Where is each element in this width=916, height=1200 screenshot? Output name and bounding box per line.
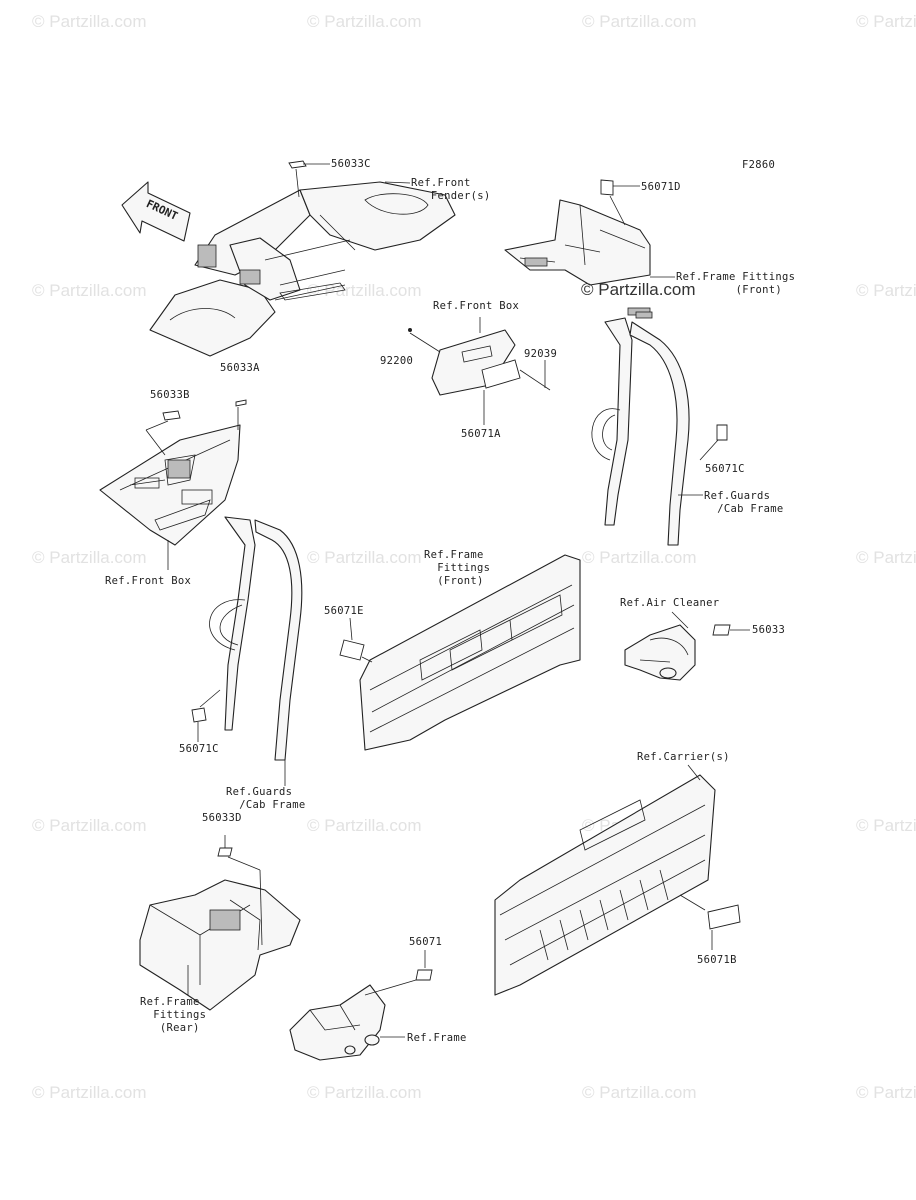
label-92039: 92039	[524, 348, 558, 360]
label-56071E: 56071E	[324, 605, 364, 617]
label-ref-front-box-left: Ref.Front Box	[105, 575, 192, 587]
carrier	[494, 764, 741, 996]
label-56071D: 56071D	[641, 181, 681, 193]
label-56071: 56071	[409, 936, 443, 948]
watermark: © Partzilla.com	[307, 281, 422, 300]
watermark: © Partzilla.com	[32, 548, 147, 567]
watermark: © Partzilla.com	[307, 548, 422, 567]
label-ref-frame-fittings-rear: Ref.Frame Fittings (Rear)	[140, 996, 207, 1034]
watermark: © Partzilla.com	[856, 816, 916, 835]
label-56033: 56033	[752, 624, 786, 636]
label-56071A: 56071A	[461, 428, 501, 440]
front-fender-assembly	[149, 181, 456, 357]
label-56033A: 56033A	[220, 362, 260, 374]
frame-fittings-rear	[139, 835, 301, 1011]
label-56071C-left: 56071C	[179, 743, 219, 755]
watermark: © Partzilla.com	[307, 12, 422, 31]
front-arrow-icon: FRONT	[121, 181, 191, 242]
label-ref-frame-fittings-center: Ref.Frame Fittings (Front)	[424, 549, 491, 587]
watermark-center: © Partzilla.com	[581, 280, 696, 299]
label-ref-front-box-top: Ref.Front Box	[433, 300, 520, 312]
watermark: © Partzilla.com	[307, 816, 422, 835]
watermark: © Partzilla.com	[582, 12, 697, 31]
front-box-left	[99, 399, 247, 570]
guard-cab-frame-right	[591, 307, 728, 546]
label-92200: 92200	[380, 355, 414, 367]
watermark: © Partzilla.com	[856, 281, 916, 300]
watermark: © Partzilla.com	[582, 1083, 697, 1102]
frame-part	[289, 950, 433, 1061]
frame-fittings-front-top	[504, 179, 675, 286]
watermark: © Partzilla.com	[32, 816, 147, 835]
watermark: © Partzilla.com	[307, 1083, 422, 1102]
decal-56033C	[288, 160, 330, 198]
label-ref-guards-left: Ref.Guards /Cab Frame	[226, 786, 306, 811]
frame-fittings-front-panel	[339, 554, 581, 751]
label-56071C-right: 56071C	[705, 463, 745, 475]
label-56033C: 56033C	[331, 158, 371, 170]
label-ref-guards-right: Ref.Guards /Cab Frame	[704, 490, 784, 515]
label-ref-frame: Ref.Frame	[407, 1032, 467, 1044]
watermark: © Partzilla.com	[32, 1083, 147, 1102]
label-ref-frame-fittings-front-top: Ref.Frame Fittings (Front)	[676, 271, 796, 296]
watermark: © Partzilla.com	[32, 12, 147, 31]
label-ref-front-fender: Ref.Front Fender(s)	[411, 177, 491, 202]
watermark: © Partzilla.com	[32, 281, 147, 300]
air-cleaner	[624, 611, 750, 681]
label-56071B: 56071B	[697, 954, 737, 966]
watermark: © Partzilla.com	[856, 1083, 916, 1102]
guard-cab-frame-left	[191, 516, 303, 786]
front-box-lid	[408, 317, 551, 425]
watermark: © Partzilla.com	[582, 548, 697, 567]
label-56033B: 56033B	[150, 389, 190, 401]
label-ref-air-cleaner: Ref.Air Cleaner	[620, 597, 720, 609]
watermark: © Partzilla.com	[856, 548, 916, 567]
figure-code: F2860	[742, 159, 776, 171]
label-ref-carriers: Ref.Carrier(s)	[637, 751, 730, 763]
label-56033D: 56033D	[202, 812, 242, 824]
watermark: © Partzilla.com	[856, 12, 916, 31]
